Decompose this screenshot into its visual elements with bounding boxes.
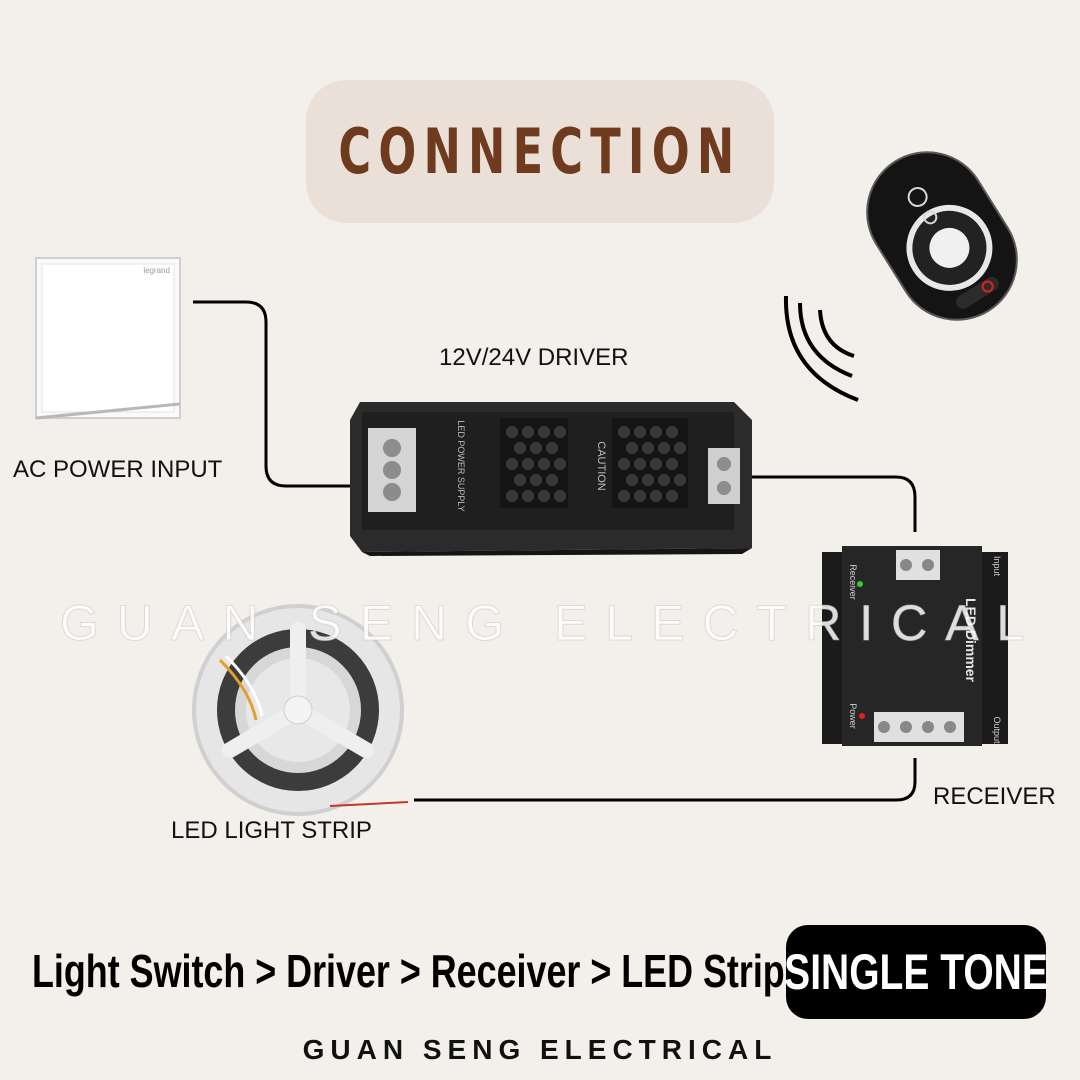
ac-power-label: AC POWER INPUT	[13, 456, 222, 484]
flow-text: Light Switch > Driver > Receiver > LED S…	[32, 944, 785, 998]
footer-brand: GUAN SENG ELECTRICAL	[0, 1034, 1080, 1066]
tone-badge: SINGLE TONE	[786, 925, 1046, 1019]
wire-receiver-to-strip	[414, 758, 915, 800]
remote-control-icon	[844, 130, 1039, 343]
receiver-input-text: Input	[992, 556, 1002, 577]
led-strip-label: LED LIGHT STRIP	[171, 817, 372, 845]
receiver-output-text: Output	[992, 716, 1002, 744]
receiver-label: RECEIVER	[933, 783, 1056, 811]
driver-plate-text: LED POWER SUPPLY	[456, 420, 466, 511]
light-switch-icon: legrand	[36, 258, 180, 418]
driver-power-supply-icon: LED POWER SUPPLY CAUTION	[350, 402, 752, 556]
signal-waves-icon	[786, 296, 858, 400]
driver-caution-text: CAUTION	[595, 441, 607, 491]
watermark: GUAN SENG ELECTRICAL	[60, 594, 960, 652]
wire-driver-to-receiver	[745, 477, 915, 532]
tone-badge-text: SINGLE TONE	[784, 943, 1048, 1001]
driver-label: 12V/24V DRIVER	[439, 344, 628, 372]
receiver-power-text: Power	[848, 703, 858, 729]
switch-brand: legrand	[143, 266, 170, 275]
